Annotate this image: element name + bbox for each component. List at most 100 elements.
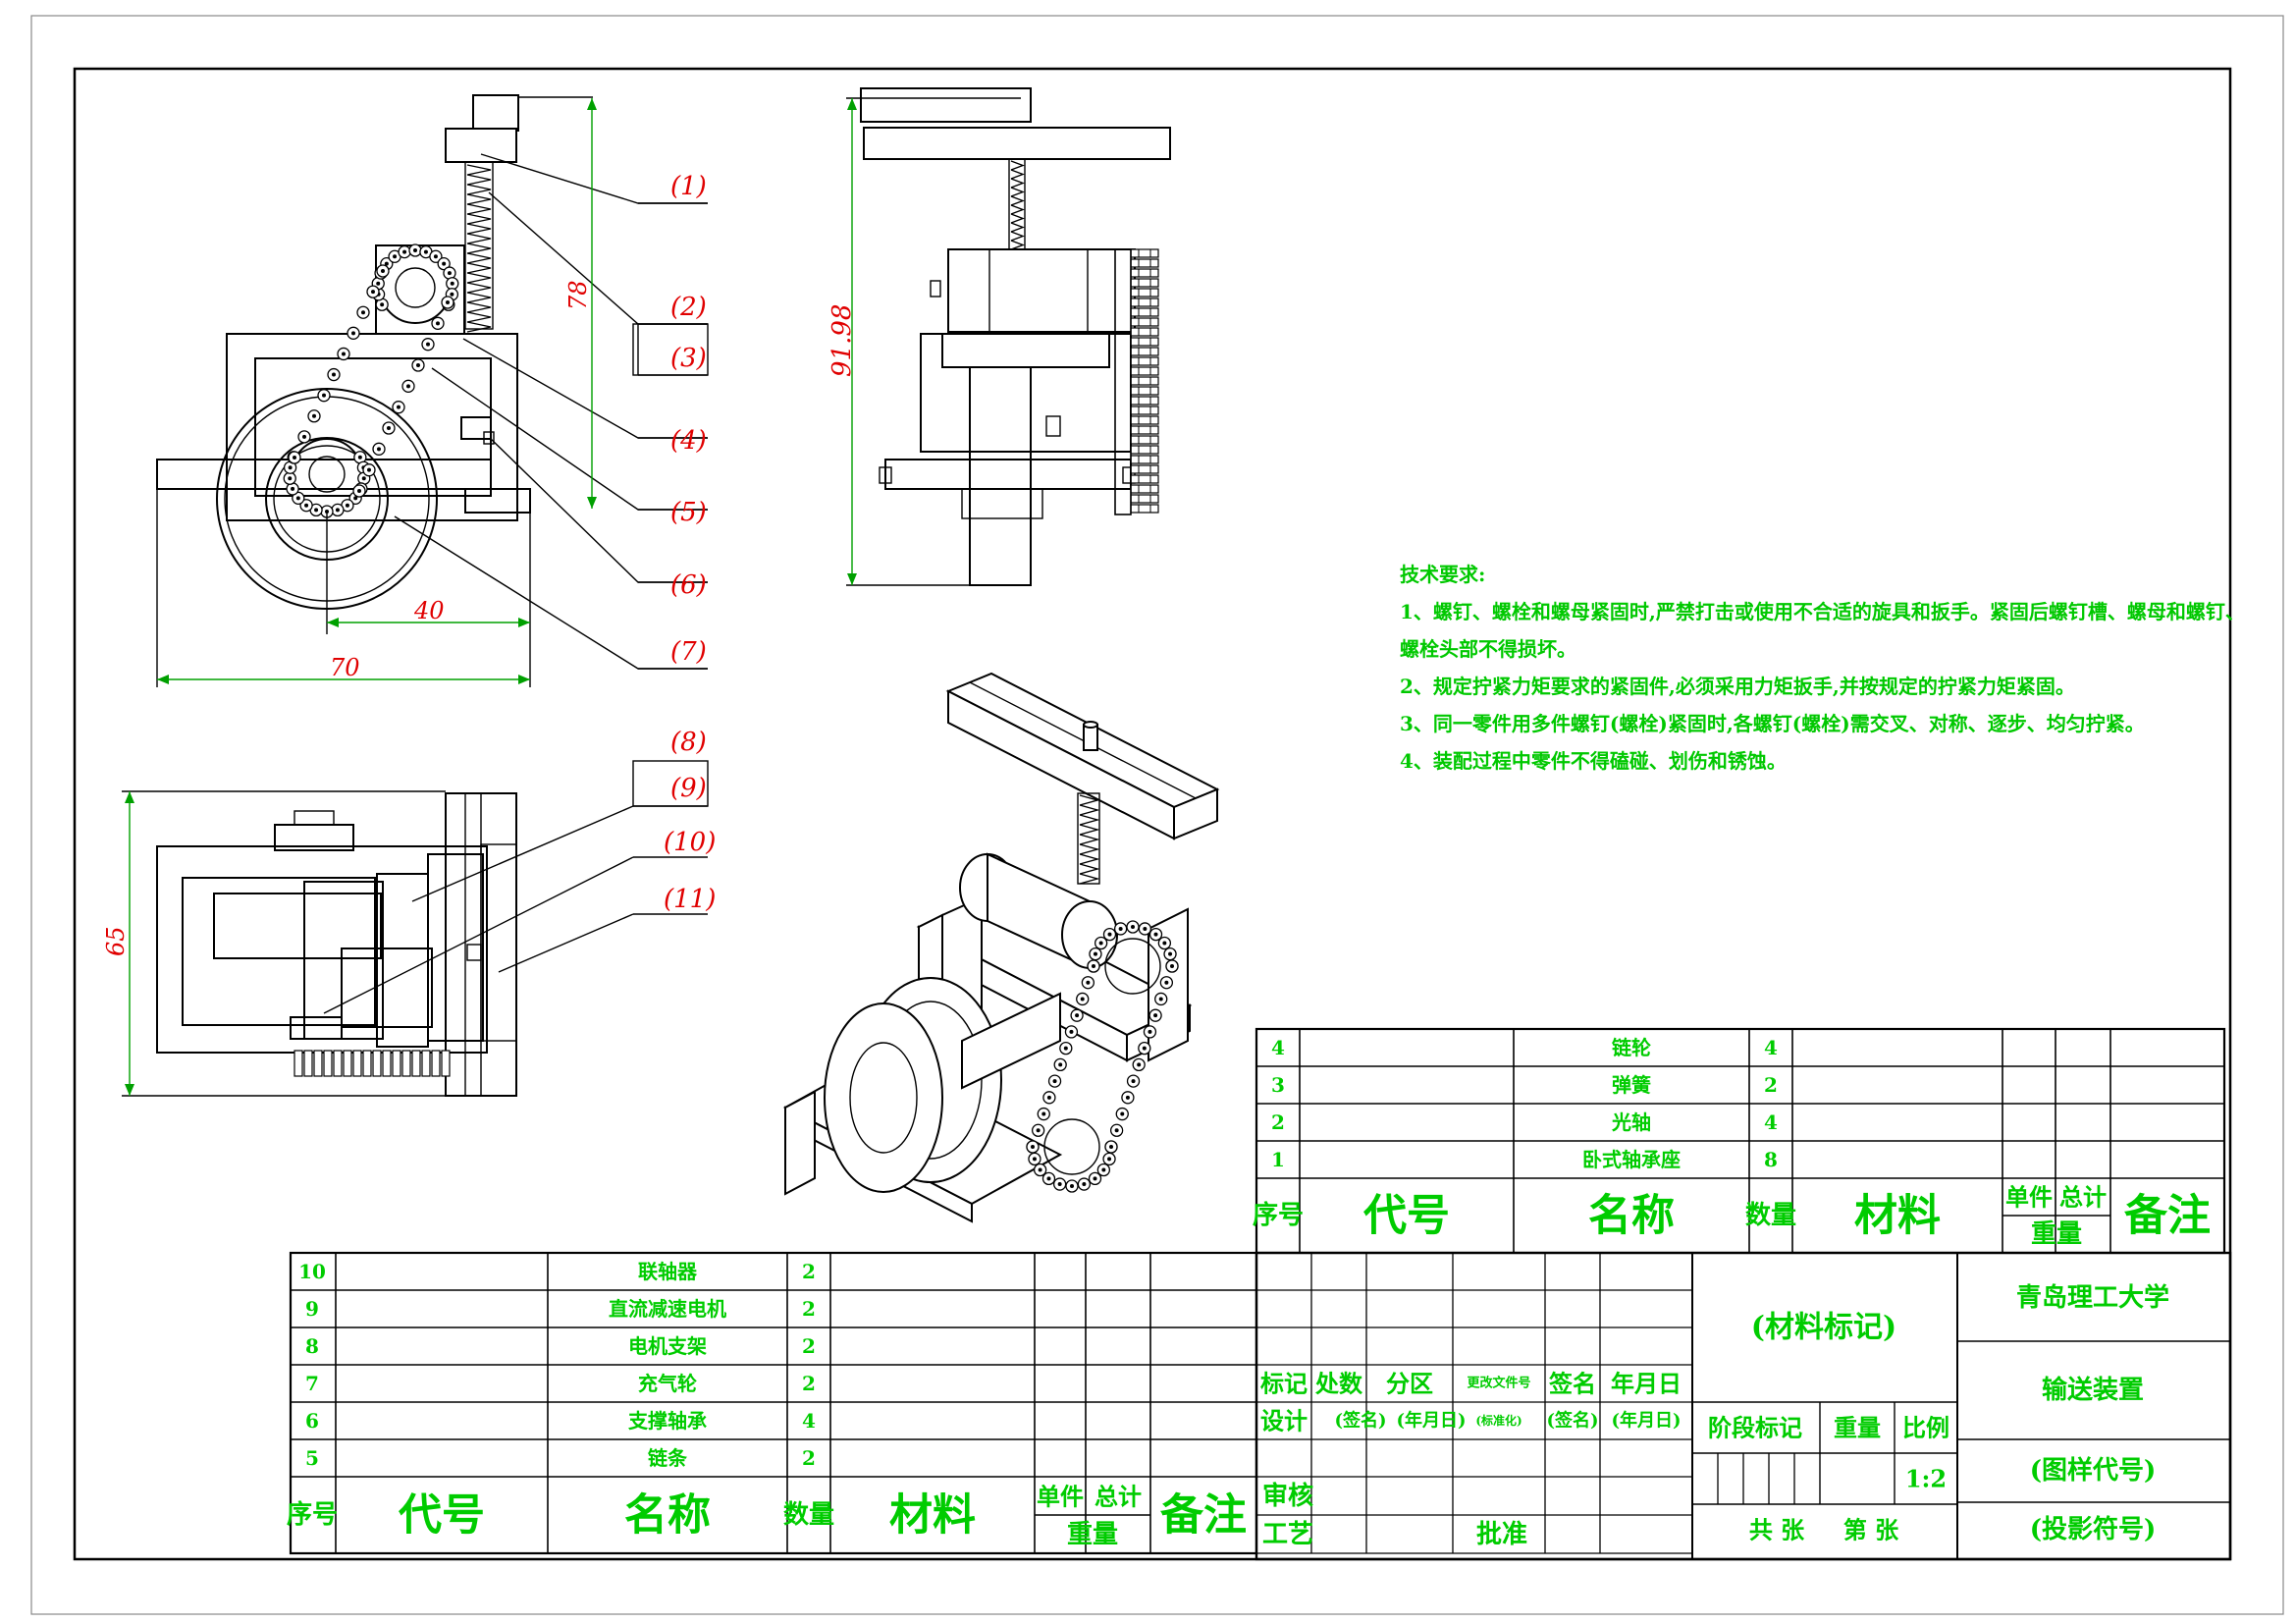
dim-front-width-2: 70: [330, 654, 360, 681]
tb-review: 审核: [1262, 1481, 1313, 1511]
parts-lower-h-qty: 数量: [783, 1500, 834, 1530]
parts-lower-qty: 2: [802, 1260, 816, 1283]
tech-line-5: 4、装配过程中零件不得磕碰、划伤和锈蚀。: [1400, 749, 1787, 773]
parts-lower-no: 9: [305, 1297, 319, 1321]
tb-h-zone: 分区: [1386, 1370, 1433, 1398]
parts-lower-h-no: 序号: [287, 1499, 338, 1530]
dim-side-height: 91.98: [828, 304, 857, 377]
tb-sheets: 共 张: [1749, 1516, 1805, 1544]
balloon-2: (2): [670, 293, 707, 322]
tb-date1: (年月日): [1396, 1410, 1466, 1432]
side-view: 91.98: [828, 87, 1171, 586]
parts-lower-qty: 2: [802, 1297, 816, 1321]
parts-lower-h-unit: 单件: [1037, 1483, 1084, 1511]
parts-lower-no: 6: [305, 1409, 319, 1433]
parts-upper-no: 4: [1271, 1036, 1285, 1059]
tb-h-date: 年月日: [1611, 1370, 1682, 1398]
parts-upper-h-unit: 单件: [2005, 1183, 2053, 1212]
tb-weight: 重量: [1834, 1414, 1881, 1442]
balloon-4: (4): [670, 426, 707, 456]
parts-lower-no: 7: [305, 1372, 319, 1395]
parts-upper-qty: 8: [1764, 1148, 1778, 1171]
tb-stage-mark: 阶段标记: [1708, 1414, 1802, 1442]
parts-table-lower: 10 联轴器 2 9 直流减速电机 2 8 电机支架 2 7 充气轮 2 6 支撑轴承 4 5 链条 2 序号 代号 名…: [287, 1251, 1258, 1555]
parts-lower-qty: 4: [802, 1409, 816, 1433]
parts-upper-h-total: 总计: [2059, 1183, 2107, 1212]
tb-h-change: 更改文件号: [1467, 1376, 1530, 1391]
parts-upper-name: 光轴: [1611, 1110, 1651, 1134]
parts-lower-qty: 2: [802, 1446, 816, 1470]
parts-lower-name: 充气轮: [638, 1372, 697, 1395]
parts-lower-qty: 2: [802, 1372, 816, 1395]
parts-lower-h-weight: 重量: [1067, 1520, 1118, 1549]
title-block: 标记处数分区 更改文件号 签名年月日设计 (签名) (年月日) (标准化) (签名) (年月日…: [1255, 1251, 2232, 1561]
parts-lower-no: 8: [305, 1334, 319, 1358]
parts-upper-h-remark: 备注: [2124, 1191, 2211, 1241]
tb-std: (标准化): [1475, 1413, 1522, 1428]
balloon-11: (11): [664, 885, 716, 914]
parts-lower-no: 5: [305, 1446, 319, 1470]
balloons: (1) (2) (3) (4) (5) (6) (7) (8) (9) (10)…: [323, 172, 716, 1014]
tb-date2: (年月日): [1611, 1410, 1681, 1432]
parts-lower-name: 联轴器: [638, 1260, 698, 1283]
parts-lower-qty: 2: [802, 1334, 816, 1358]
parts-upper-qty: 4: [1764, 1036, 1778, 1059]
tb-h-count: 处数: [1314, 1370, 1363, 1398]
parts-lower-h-total: 总计: [1095, 1483, 1142, 1511]
dim-front-height: 78: [564, 280, 592, 310]
balloon-6: (6): [670, 570, 707, 600]
parts-upper-h-material: 材料: [1854, 1191, 1941, 1241]
parts-upper-no: 1: [1271, 1148, 1285, 1171]
tech-line-1: 1、螺钉、螺栓和螺母紧固时,严禁打击或使用不合适的旋具和扳手。紧固后螺钉槽、螺母…: [1400, 600, 2245, 623]
parts-lower-h-code: 代号: [398, 1490, 485, 1541]
parts-upper-h-no: 序号: [1253, 1200, 1304, 1230]
parts-upper-no: 3: [1271, 1073, 1285, 1097]
parts-lower-name: 链条: [648, 1446, 688, 1470]
tech-title: 技术要求:: [1400, 563, 1486, 586]
tb-approve: 批准: [1476, 1520, 1527, 1549]
parts-lower-name: 电机支架: [628, 1334, 707, 1358]
parts-lower-name: 直流减速电机: [609, 1297, 726, 1321]
tb-h-mark: 标记: [1260, 1370, 1308, 1398]
balloon-3: (3): [670, 344, 707, 373]
tech-line-2: 螺栓头部不得损坏。: [1400, 637, 1576, 661]
tb-h-sign: 签名: [1548, 1370, 1596, 1398]
tb-university: 青岛理工大学: [2016, 1282, 2169, 1313]
parts-upper-no: 2: [1271, 1110, 1285, 1134]
dim-front-width-1: 40: [413, 597, 445, 624]
inner-frame: [73, 67, 2232, 1561]
tb-drawing-name: 输送装置: [2042, 1375, 2144, 1405]
parts-lower-h-name: 名称: [624, 1490, 711, 1541]
balloon-7: (7): [670, 637, 707, 667]
front-view: 78 40 70: [156, 94, 708, 687]
balloon-8: (8): [670, 728, 707, 757]
tb-process: 工艺: [1262, 1520, 1313, 1549]
balloon-9: (9): [670, 774, 707, 803]
technical-requirements: 技术要求: 1、螺钉、螺栓和螺母紧固时,严禁打击或使用不合适的旋具和扳手。紧固后…: [1400, 556, 2245, 780]
outer-frame: [30, 15, 2284, 1615]
parts-upper-name: 链轮: [1612, 1036, 1651, 1059]
parts-upper-h-weight: 重量: [2031, 1219, 2082, 1249]
tb-sheet-no: 第 张: [1843, 1516, 1899, 1544]
tb-scale: 1:2: [1905, 1465, 1947, 1493]
tb-sign2: (签名): [1546, 1410, 1598, 1432]
parts-lower-h-remark: 备注: [1160, 1490, 1247, 1541]
parts-upper-name: 卧式轴承座: [1582, 1148, 1681, 1171]
tb-material-mark: (材料标记): [1751, 1311, 1896, 1345]
top-view: 65: [102, 790, 517, 1097]
tech-line-3: 2、规定拧紧力矩要求的紧固件,必须采用力矩扳手,并按规定的拧紧力矩紧固。: [1400, 675, 2075, 698]
balloon-10: (10): [664, 828, 716, 857]
dim-top-height: 65: [102, 926, 130, 956]
balloon-5: (5): [670, 498, 707, 527]
parts-lower-no: 10: [298, 1260, 326, 1283]
tb-drawing-code: (图样代号): [2030, 1455, 2157, 1486]
parts-lower-name: 支撑轴承: [628, 1409, 707, 1433]
parts-upper-qty: 4: [1764, 1110, 1778, 1134]
tb-sign1: (签名): [1334, 1410, 1386, 1432]
tb-projection: (投影符号): [2030, 1514, 2157, 1544]
tb-design: 设计: [1260, 1407, 1308, 1435]
tech-line-4: 3、同一零件用多件螺钉(螺栓)紧固时,各螺钉(螺栓)需交叉、对称、逐步、均匀拧紧…: [1400, 712, 2145, 735]
parts-upper-name: 弹簧: [1612, 1073, 1651, 1097]
